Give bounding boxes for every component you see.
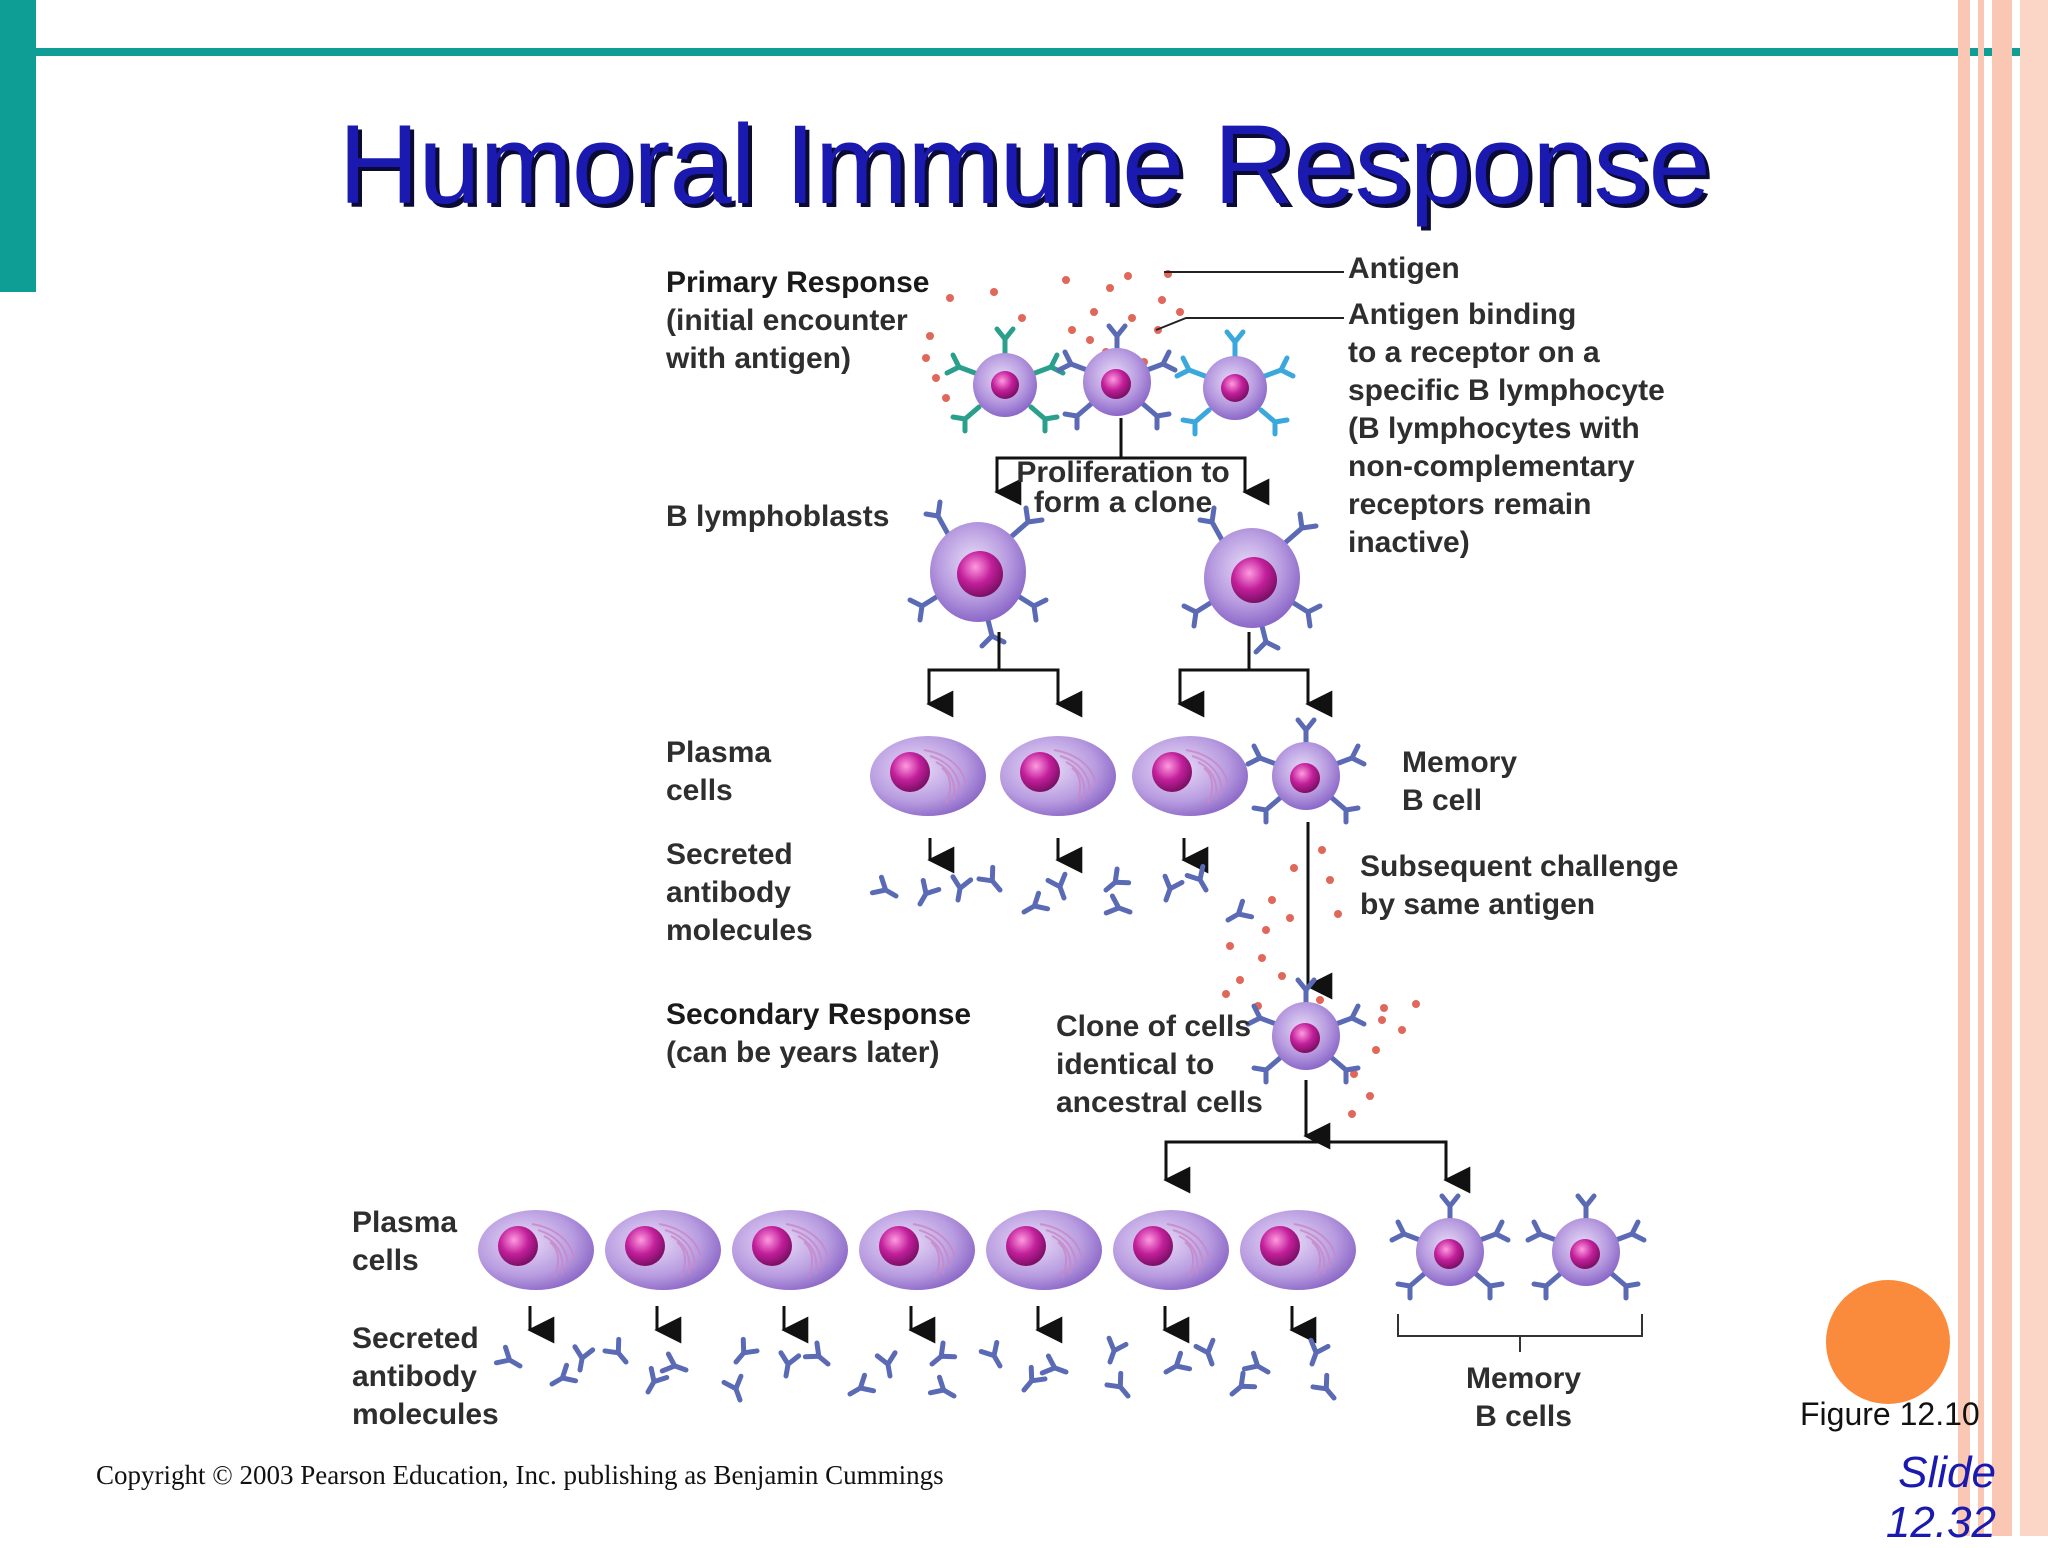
slide-number: Slide 12.32	[1885, 1448, 1996, 1547]
plasma-cells-label-2: Plasma cells	[352, 1206, 458, 1277]
memory-b-cells-label: Memory B cells	[1466, 1362, 1582, 1433]
clone-of-cells-label: Clone of cells identical to ancestral ce…	[1056, 1010, 1263, 1119]
subsequent-challenge-label: Subsequent challenge by same antigen	[1360, 850, 1679, 921]
b-lymphoblasts-label: B lymphoblasts	[666, 500, 890, 533]
figure-reference: Figure 12.10	[1800, 1396, 1980, 1432]
right-stripe-4	[2020, 0, 2048, 1536]
proliferation-label: Proliferation to form a clone	[1016, 456, 1230, 519]
accent-bar	[0, 0, 36, 292]
memory-b-cell-label: Memory B cell	[1402, 746, 1518, 817]
right-stripe-1	[1958, 0, 1970, 1536]
secreted-antibody-label-1: Secreted antibody molecules	[666, 838, 813, 947]
primary-response-heading: Primary Response	[666, 266, 930, 299]
right-stripe-3	[1992, 0, 2012, 1536]
plasma-cells-label-1: Plasma cells	[666, 736, 772, 807]
secondary-response-heading: Secondary Response	[666, 998, 972, 1031]
slide-title: Humoral Immune Response	[338, 102, 1710, 227]
orange-dot-decoration	[1826, 1280, 1950, 1404]
antigen-label: Antigen	[1348, 252, 1460, 285]
antigen-binding-label: Antigen binding to a receptor on a speci…	[1348, 298, 1665, 559]
primary-response-subtitle: (initial encounter with antigen)	[666, 304, 908, 375]
header-rule	[36, 48, 2034, 56]
right-stripe-2	[1978, 0, 1984, 1536]
secreted-antibody-label-2: Secreted antibody molecules	[352, 1322, 499, 1431]
copyright-notice: Copyright © 2003 Pearson Education, Inc.…	[96, 1460, 944, 1490]
secondary-response-subtitle: (can be years later)	[666, 1036, 940, 1069]
